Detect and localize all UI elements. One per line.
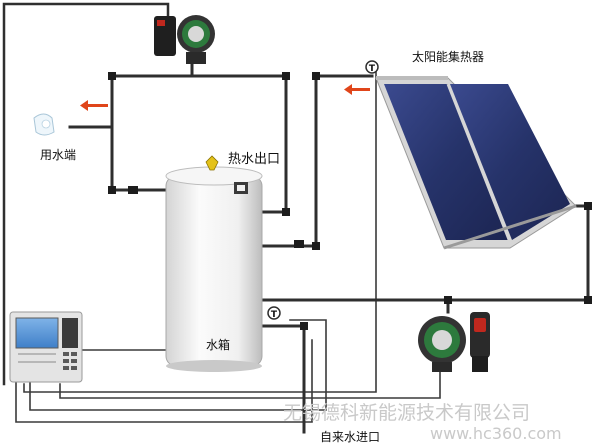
flow-arrows bbox=[80, 84, 370, 111]
solar-controller bbox=[9, 311, 83, 383]
tank-hot-loop-pipe bbox=[110, 48, 194, 192]
user-outlet-label: 用水端 bbox=[40, 148, 77, 162]
flow-arrow-user bbox=[80, 100, 108, 111]
tank-to-collector-return-pipe bbox=[260, 204, 590, 302]
watermark-company: 无锡德科新能源技术有限公司 bbox=[283, 402, 531, 424]
user-faucet bbox=[33, 113, 55, 136]
controller-cable-2 bbox=[15, 339, 313, 423]
controller-cable-3 bbox=[29, 319, 327, 411]
hot-water-outlet-label: 热水出口 bbox=[228, 152, 281, 167]
temperature-sensors: T T bbox=[267, 60, 379, 320]
sensor-cable-collector bbox=[23, 71, 377, 393]
sensor-collector bbox=[365, 60, 379, 74]
sensor-collector-symbol: T bbox=[369, 64, 376, 74]
flow-arrow-collector bbox=[344, 84, 370, 95]
left-return-pipe bbox=[2, 2, 170, 386]
watermark-url: www.hc360.com bbox=[430, 424, 562, 443]
sensor-tank-symbol: T bbox=[271, 310, 278, 320]
water-tank-label: 水箱 bbox=[206, 338, 231, 352]
tap-water-inlet-label: 自来水进口 bbox=[320, 430, 381, 444]
water-tank bbox=[165, 155, 263, 372]
pump-to-hot-outlet-pipe bbox=[190, 74, 288, 214]
solar-collector bbox=[375, 76, 577, 250]
sensor-tank bbox=[267, 306, 281, 320]
pump-cable bbox=[59, 367, 441, 399]
collector-to-tank-pipe bbox=[260, 74, 374, 248]
pipe-fittings bbox=[108, 72, 592, 330]
top-circulation-pump bbox=[154, 15, 215, 64]
pipe-network bbox=[2, 2, 592, 434]
solar-collector-label: 太阳能集热器 bbox=[412, 50, 485, 64]
collector-circulation-pump bbox=[418, 312, 490, 372]
